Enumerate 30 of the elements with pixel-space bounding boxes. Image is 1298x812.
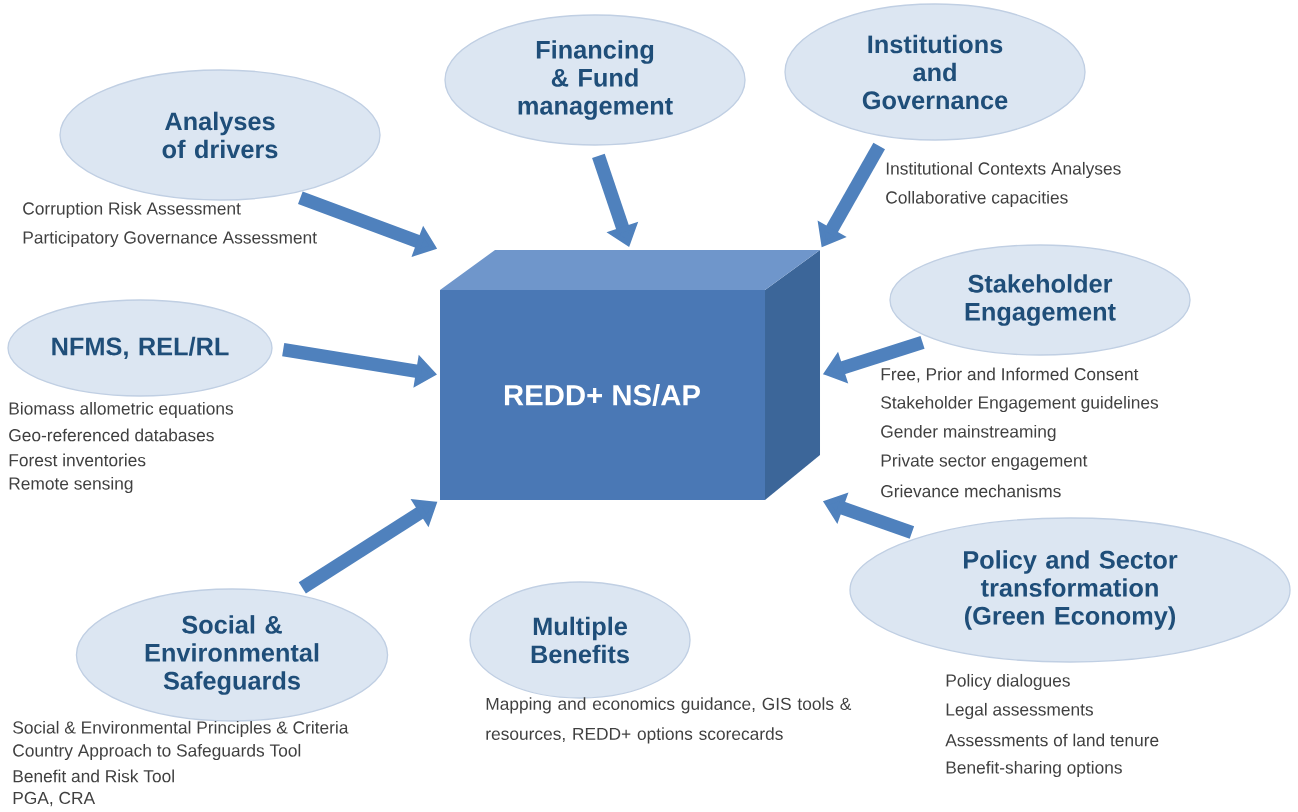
note-text: Private sector engagement <box>881 453 1088 471</box>
note-text: PGA, CRA <box>13 791 96 807</box>
note-text: Benefit and Risk Tool <box>13 769 174 783</box>
ellipse-node: Analyses of drivers <box>59 69 381 201</box>
note-text: Social & Environmental Principles & Criteria <box>13 720 349 738</box>
note-text: Country Approach to Safeguards Tool <box>13 743 301 761</box>
note-text: Assessments of land tenure <box>945 733 1159 747</box>
ellipse-node: Institutions and Governance <box>784 3 1086 141</box>
note-text: Corruption Risk Assessment <box>23 201 241 219</box>
note-text: Benefit-sharing options <box>946 760 1122 778</box>
cube-box: REDD+ NS/AP <box>440 250 820 500</box>
note-text: Biomass allometric equations <box>9 401 234 419</box>
note-text: Grievance mechanisms <box>881 484 1061 498</box>
note-text: Remote sensing <box>9 476 133 494</box>
note-text: Forest inventories <box>9 453 146 467</box>
note-text: Collaborative capacities <box>886 190 1068 208</box>
ellipse-node: Policy and Sector transformation (Green Economy) <box>849 517 1291 663</box>
note-text: Stakeholder Engagement guidelines <box>881 395 1159 413</box>
ellipse-node: Financing & Fund management <box>444 14 746 146</box>
note-text: Geo-referenced databases <box>9 428 214 442</box>
note-text: Institutional Contexts Analyses <box>886 161 1121 179</box>
ellipse-node: Stakeholder Engagement <box>889 244 1191 356</box>
ellipse-node: NFMS, REL/RL <box>7 299 273 397</box>
note-text: Free, Prior and Informed Consent <box>881 367 1139 383</box>
note-text: Legal assessments <box>946 702 1093 720</box>
note-text: Gender mainstreaming <box>881 424 1056 442</box>
note-text: Participatory Governance Assessment <box>23 230 317 248</box>
ellipse-node: Social & Environmental Safeguards <box>75 588 389 722</box>
note-text: Policy dialogues <box>946 673 1070 691</box>
note-text: Mapping and economics guidance, GIS tools & resources, REDD+ options scorecards <box>486 697 852 744</box>
